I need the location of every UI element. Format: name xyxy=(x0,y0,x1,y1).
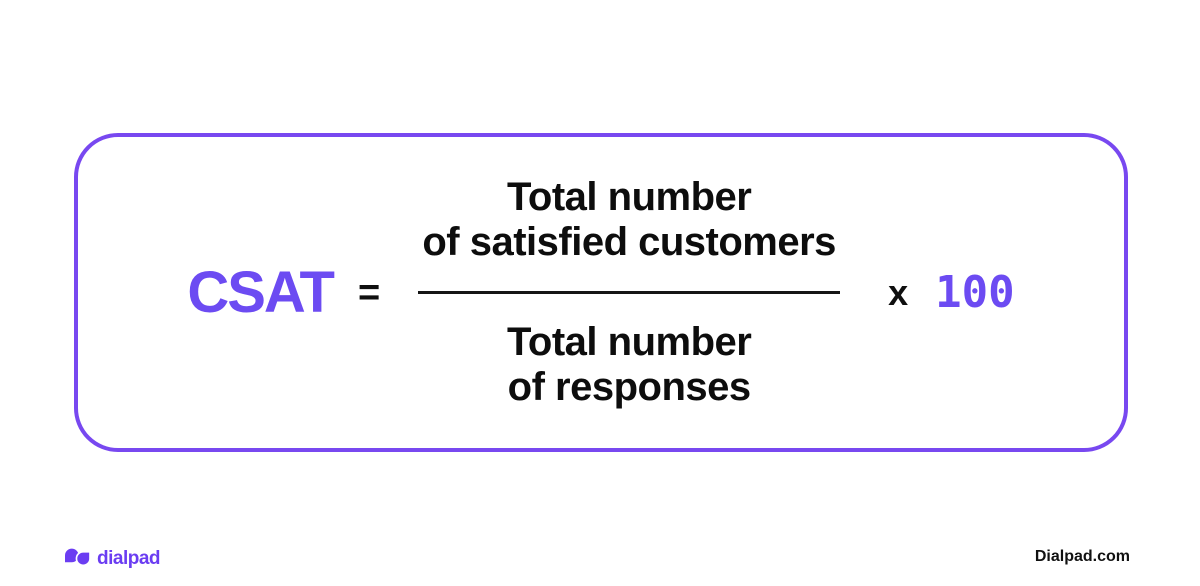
website-url: Dialpad.com xyxy=(1034,548,1130,565)
numerator: Total number of satisfied customers xyxy=(422,175,836,265)
equals-sign: = xyxy=(357,271,381,314)
dialpad-logo-icon xyxy=(65,547,90,567)
multiplication-sign: x xyxy=(888,271,909,313)
formula-row: CSAT = Total number of satisfied custome… xyxy=(187,175,1014,410)
fraction-bar xyxy=(418,291,841,294)
multiplier-value: 100 xyxy=(935,266,1015,318)
brand-logo: dialpad xyxy=(65,547,161,569)
denominator-line-1: Total number xyxy=(506,320,752,364)
csat-label: CSAT xyxy=(187,259,335,325)
numerator-line-1: Total number xyxy=(506,175,752,219)
numerator-line-2: of satisfied customers xyxy=(422,220,836,264)
formula-box: CSAT = Total number of satisfied custome… xyxy=(74,133,1128,452)
brand-wordmark: dialpad xyxy=(97,547,161,569)
denominator: Total number of responses xyxy=(506,320,752,410)
fraction: Total number of satisfied customers Tota… xyxy=(418,175,841,410)
denominator-line-2: of responses xyxy=(507,365,751,409)
